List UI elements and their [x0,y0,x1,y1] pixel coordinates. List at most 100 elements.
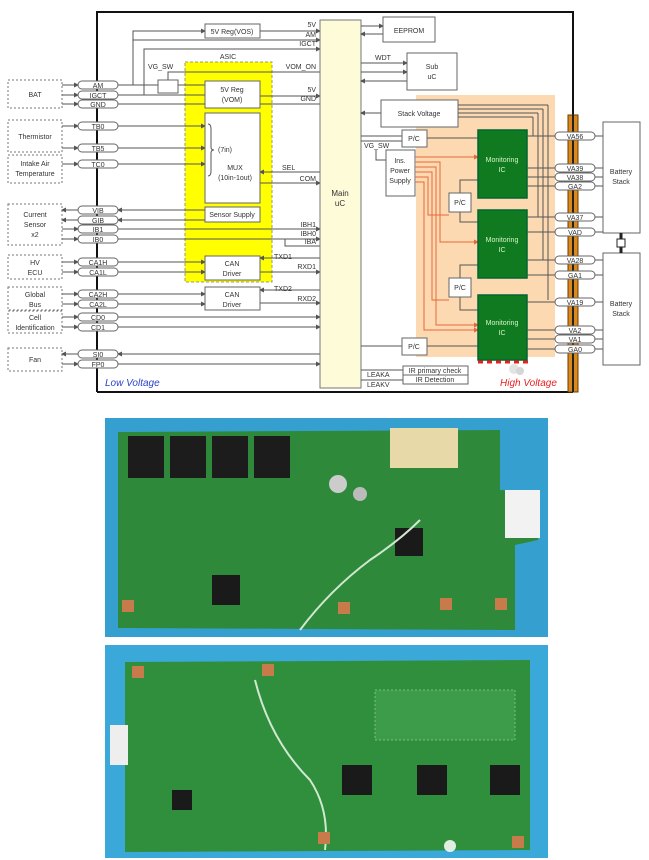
monitoring-ic-2 [477,209,528,279]
ir-detection-block [402,374,469,385]
monitoring-ic-1 [477,129,528,199]
vg-sw-label: VG_SW [148,64,174,71]
monitoring-ic-3 [477,294,528,361]
svg-text:Fan: Fan [29,357,41,364]
can-driver-1 [204,255,261,281]
bat-box [7,79,63,109]
svg-text:GA2: GA2 [568,184,582,191]
global-bus-box [7,286,63,311]
thermistor-box [7,119,63,153]
low-voltage-label: Low Voltage [105,378,160,389]
svg-text:Stack Voltage: Stack Voltage [398,111,441,118]
svg-text:RXD2: RXD2 [297,296,316,303]
svg-text:TC0: TC0 [91,162,104,169]
battery-stack-2 [602,252,641,366]
svg-text:IC: IC [499,330,506,337]
stack-voltage-block [380,99,459,128]
svg-text:5V Reg(VOS): 5V Reg(VOS) [211,29,254,36]
svg-text:IBH0: IBH0 [300,231,316,238]
svg-text:VA2: VA2 [569,328,582,335]
current-sensor-box [7,203,63,246]
svg-text:VA1: VA1 [569,337,582,344]
svg-text:5V: 5V [307,22,316,29]
svg-text:IBH1: IBH1 [300,222,316,229]
5v-reg-vom-block [204,80,261,109]
svg-text:EEPROM: EEPROM [394,28,425,35]
sub-uc-block [406,52,458,91]
svg-text:TB5: TB5 [92,146,105,153]
svg-text:Supply: Supply [389,178,411,185]
svg-text:5V: 5V [307,87,316,94]
svg-text:GA1: GA1 [568,273,582,280]
svg-text:IGCT: IGCT [90,93,107,100]
svg-text:CA1H: CA1H [89,260,108,267]
svg-text:IC: IC [499,247,506,254]
can-driver-2 [204,286,261,311]
svg-text:BAT: BAT [28,92,42,99]
vg-sw-switch [157,79,179,94]
svg-text:TXD1: TXD1 [274,254,292,261]
svg-text:GND: GND [90,102,106,109]
pc-isolator-3 [448,277,472,298]
svg-text:AM: AM [306,32,317,39]
battery-stack-1 [602,121,641,234]
svg-text:(VOM): (VOM) [222,97,243,104]
svg-text:VA39: VA39 [567,166,584,173]
signal-labels: 5V AM IGCT VOM_ON 5V GND SEL COM IBH1 IB… [274,22,392,389]
hv-ecu-box [7,254,63,280]
svg-text:HV: HV [30,260,40,267]
svg-text:Identification: Identification [15,325,54,332]
svg-text:P/C: P/C [454,200,466,207]
svg-text:VOM_ON: VOM_ON [286,64,316,71]
svg-text:CAN: CAN [225,261,240,268]
pcb-photo-bottom [105,645,548,858]
svg-text:CA2H: CA2H [89,292,108,299]
svg-text:Bus: Bus [29,302,42,309]
svg-text:MUX: MUX [227,165,243,172]
svg-text:IB1: IB1 [93,227,104,234]
svg-text:P/C: P/C [408,344,420,351]
svg-text:Thermistor: Thermistor [18,134,52,141]
svg-text:Sensor Supply: Sensor Supply [209,212,255,219]
svg-text:Stack: Stack [612,179,630,186]
svg-text:IGCT: IGCT [299,41,316,48]
pc-isolator-2 [448,192,472,213]
svg-text:IR primary check: IR primary check [409,368,462,375]
asic-label: ASIC [220,54,236,61]
svg-text:P/C: P/C [408,136,420,143]
watermark-logo [509,364,524,375]
isolated-power-lines [415,154,479,333]
svg-text:Global: Global [25,292,46,299]
svg-text:GA0: GA0 [568,347,582,354]
svg-text:Current: Current [23,212,46,219]
svg-text:CA1L: CA1L [89,270,107,277]
svg-text:Monitoring: Monitoring [486,157,519,164]
svg-text:ECU: ECU [28,270,43,277]
high-voltage-label: High Voltage [500,378,557,389]
svg-text:Monitoring: Monitoring [486,320,519,327]
svg-text:VAD: VAD [568,230,582,237]
svg-text:VA28: VA28 [567,258,584,265]
low-voltage-frame [96,11,574,392]
svg-text:VA37: VA37 [567,215,584,222]
svg-text:VA56: VA56 [567,134,584,141]
svg-text:IBA: IBA [305,239,317,246]
svg-text:LEAKA: LEAKA [367,372,390,379]
svg-text:LEAKV: LEAKV [367,382,390,389]
fan-box [7,347,63,372]
svg-text:SI0: SI0 [93,352,104,359]
svg-text:FP0: FP0 [92,362,105,369]
5v-reg-vos-block [204,23,261,39]
svg-text:TXD2: TXD2 [274,286,292,293]
svg-text:Cell: Cell [29,315,42,322]
svg-text:Stack: Stack [612,311,630,318]
svg-text:Monitoring: Monitoring [486,237,519,244]
svg-text:(10in-1out): (10in-1out) [218,175,252,182]
svg-text:GIB: GIB [92,218,104,225]
svg-text:VIB: VIB [92,208,104,215]
pc-isolator-4 [401,337,428,356]
ins-power-supply-block [385,149,416,197]
main-uc-block [319,19,362,389]
eeprom-block [382,16,436,43]
